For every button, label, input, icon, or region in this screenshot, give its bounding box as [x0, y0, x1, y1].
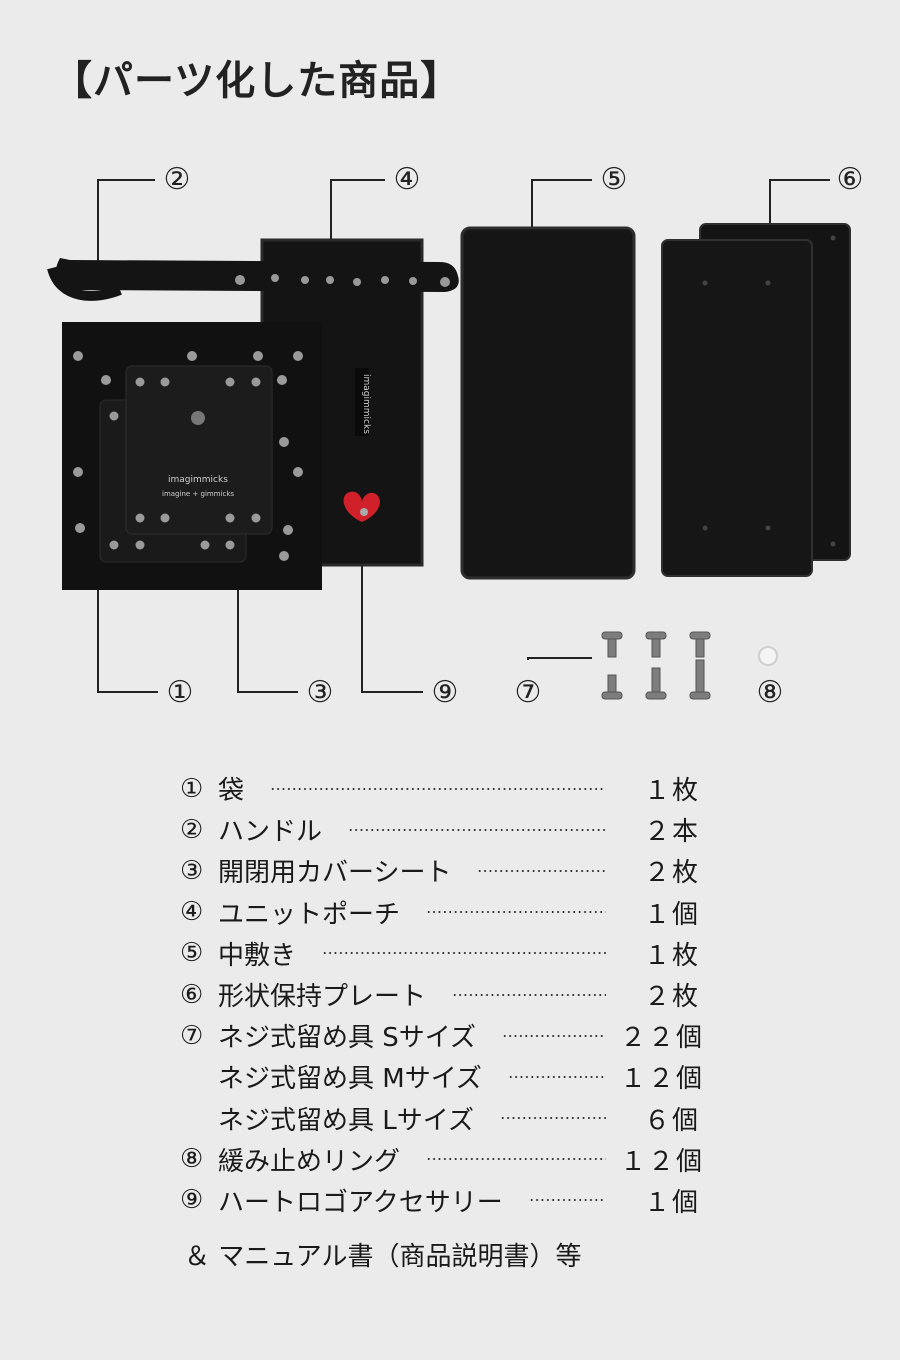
brand-logo-cover: imagimmicks [168, 475, 228, 485]
item-name: 中敷き [218, 940, 297, 971]
item-quantity: １個 [643, 1187, 700, 1218]
item-name: ハンドル [218, 817, 323, 848]
list-item: ② ハンドル ２本 [180, 809, 700, 850]
item-name: ネジ式留め具 Sサイズ [218, 1023, 476, 1054]
leader-dots [477, 869, 606, 872]
item-number: ⑥ [180, 979, 204, 1010]
callout-8: ⑧ [756, 675, 784, 710]
callout-leader-lines [97, 179, 830, 693]
list-item: ⑥ 形状保持プレート ２枚 [180, 974, 700, 1015]
callout-1: ① [166, 675, 194, 710]
item-number: ⑤ [180, 938, 204, 969]
product-parts-illustration: imagimmicks imagimmick [47, 179, 851, 700]
item-quantity: １枚 [643, 940, 700, 971]
item-quantity: １２個 [620, 1146, 705, 1177]
list-item: ⑦ ネジ式留め具 Sサイズ ２２個 [180, 1015, 705, 1056]
insole [460, 226, 636, 580]
callout-3: ③ [306, 675, 334, 710]
leader-dots [270, 787, 606, 790]
item-number: ① [180, 773, 204, 804]
item-number: ⑧ [180, 1144, 204, 1175]
list-item: ネジ式留め具 Mサイズ １２個 [180, 1056, 705, 1097]
brand-logo-pouch: imagimmicks [361, 374, 371, 434]
item-name: ハートロゴアクセサリー [218, 1187, 503, 1218]
item-number: ② [180, 814, 204, 845]
item-number: ④ [180, 897, 204, 928]
item-number: ⑨ [180, 1185, 204, 1216]
leader-dots [452, 993, 606, 996]
callout-4: ④ [393, 162, 421, 197]
item-quantity: ２枚 [643, 982, 700, 1013]
item-number: ⑦ [180, 1020, 204, 1051]
loosening-prevention-ring [758, 646, 778, 666]
callout-6: ⑥ [836, 162, 864, 197]
cover-sheets: imagimmicks imagine + gimmicks [99, 365, 273, 563]
item-quantity: ２２個 [620, 1023, 705, 1054]
item-quantity: １２個 [620, 1064, 705, 1095]
list-item: ④ ユニットポーチ １個 [180, 892, 700, 933]
item-name: 緩み止めリング [218, 1146, 401, 1177]
list-item: ③ 開閉用カバーシート ２枚 [180, 850, 700, 891]
brand-tagline-cover: imagine + gimmicks [162, 490, 234, 498]
callout-5: ⑤ [600, 162, 628, 197]
list-item: ネジ式留め具 Lサイズ ６個 [180, 1098, 700, 1139]
item-name: 袋 [218, 776, 245, 807]
parts-list: ① 袋 １枚 ② ハンドル ２本 ③ 開閉用カバーシート ２枚 ④ ユニットポー… [180, 768, 705, 1221]
item-quantity: １個 [643, 899, 700, 930]
item-number: ③ [180, 855, 204, 886]
item-name: 形状保持プレート [218, 982, 427, 1013]
list-item: ⑤ 中敷き １枚 [180, 933, 700, 974]
item-name: 開閉用カバーシート [218, 858, 452, 889]
callout-2: ② [163, 162, 191, 197]
item-quantity: ２本 [643, 817, 700, 848]
item-quantity: ２枚 [643, 858, 700, 889]
leader-dots [322, 952, 606, 955]
callout-9: ⑨ [431, 675, 459, 710]
screw-fasteners [601, 631, 711, 700]
callout-7: ⑦ [514, 675, 542, 710]
leader-dots [507, 1075, 606, 1078]
list-item: ⑧ 緩み止めリング １２個 [180, 1139, 705, 1180]
handle-strap [47, 258, 459, 301]
page-title: 【パーツ化した商品】 [52, 58, 462, 104]
item-quantity: ６個 [643, 1105, 700, 1136]
item-quantity: １枚 [643, 776, 700, 807]
item-name: ユニットポーチ [218, 899, 401, 930]
list-item: ⑨ ハートロゴアクセサリー １個 [180, 1180, 700, 1221]
leader-dots [528, 1199, 606, 1202]
shape-holding-plates [661, 223, 851, 577]
item-name: ネジ式留め具 Lサイズ [218, 1105, 474, 1136]
manual-note: ＆ マニュアル書（商品説明書）等 [184, 1242, 582, 1272]
leader-dots [502, 1034, 606, 1037]
leader-dots [426, 911, 606, 914]
leader-dots [499, 1117, 606, 1120]
leader-dots [426, 1158, 606, 1161]
item-name: ネジ式留め具 Mサイズ [218, 1064, 482, 1095]
list-item: ① 袋 １枚 [180, 768, 700, 809]
heart-logo-accessory [343, 491, 380, 522]
leader-dots [348, 828, 606, 831]
